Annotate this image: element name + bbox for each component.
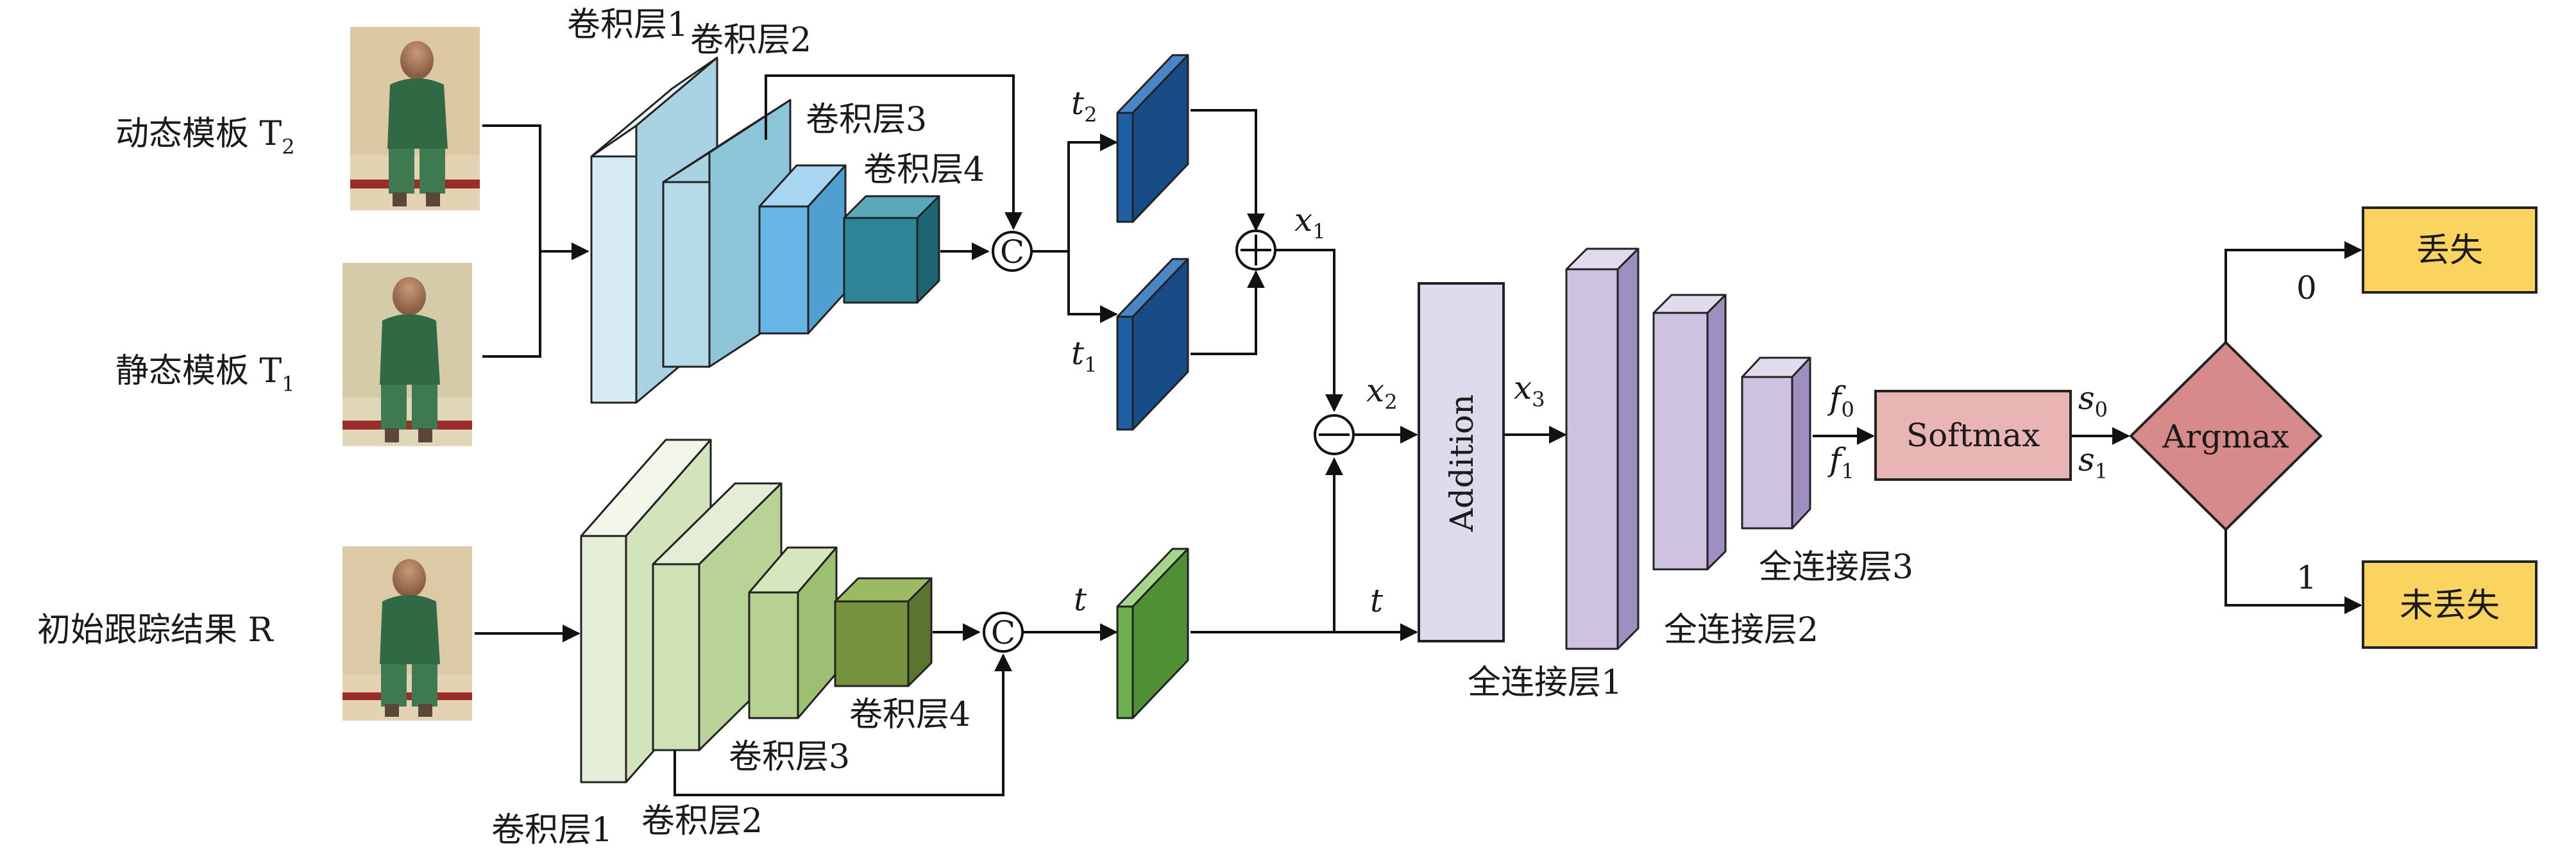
fc1-block	[1565, 247, 1640, 650]
upper-concat-op: C	[992, 231, 1033, 272]
argmax-decision: Argmax	[2129, 340, 2323, 532]
svg-text:未丢失: 未丢失	[2400, 587, 2500, 625]
t2-to-plus	[1191, 109, 1265, 231]
x1-label: x1	[1294, 201, 1326, 244]
f0-label: f0	[1827, 380, 1854, 422]
t-second-label: t	[1370, 582, 1384, 619]
s0-label: s0	[2078, 380, 2108, 422]
x2-label: x2	[1366, 372, 1398, 414]
lower-conv4-block	[834, 577, 933, 687]
svg-text:丢失: 丢失	[2416, 231, 2483, 270]
t-to-minus	[1191, 457, 1343, 633]
t1-feature-map	[1116, 258, 1189, 431]
addition-block: Addition	[1418, 282, 1505, 642]
t1-to-plus	[1191, 270, 1265, 355]
lower-conv4-label: 卷积层4	[849, 696, 970, 734]
branch-1-label: 1	[2296, 559, 2317, 596]
initial-result-label: 初始跟踪结果 R	[37, 611, 275, 649]
fc3-label: 全连接层3	[1759, 548, 1913, 587]
lower-conv3-label: 卷积层3	[729, 738, 850, 776]
s1-label: s1	[2078, 441, 2108, 483]
lower-conv-stack	[580, 439, 933, 783]
upper-conv-stack	[590, 56, 940, 404]
t-feature-map	[1116, 548, 1189, 719]
lost-output-box: 丢失	[2362, 206, 2538, 294]
t2-label: t2	[1071, 85, 1097, 127]
f1-label: f1	[1827, 441, 1854, 483]
dynamic-template-label: 动态模板 T2	[115, 115, 295, 159]
svg-text:C: C	[1000, 233, 1024, 271]
argmax-to-not-lost	[2224, 530, 2362, 614]
fc2-block	[1652, 294, 1727, 571]
lower-skip-connector	[674, 653, 1012, 796]
svg-text:Softmax: Softmax	[1906, 417, 2040, 454]
upper-conv4-label: 卷积层4	[863, 151, 985, 189]
t-label: t	[1074, 581, 1087, 618]
plus-op	[1235, 230, 1276, 271]
lower-conv2-label: 卷积层2	[641, 802, 763, 841]
svg-text:C: C	[991, 614, 1015, 651]
dynamic-template-image	[350, 27, 480, 210]
upper-skip-connector	[765, 74, 1022, 230]
fc2-label: 全连接层2	[1664, 611, 1818, 649]
lower-conv3-block	[748, 546, 838, 719]
concat-to-t2	[1031, 133, 1118, 253]
upper-conv4-block	[843, 195, 940, 304]
t2-feature-map	[1116, 54, 1189, 223]
branch-0-label: 0	[2296, 269, 2317, 306]
lower-conv1-label: 卷积层1	[491, 811, 613, 850]
t1-label: t1	[1071, 335, 1097, 377]
upper-conv2-label: 卷积层2	[690, 21, 811, 60]
static-template-label: 静态模板 T1	[115, 352, 295, 396]
argmax-to-lost	[2224, 241, 2362, 342]
static-template-image	[343, 263, 472, 446]
concat-to-t1	[1067, 251, 1118, 323]
fc1-label: 全连接层1	[1468, 664, 1622, 702]
upper-conv1-label: 卷积层1	[567, 6, 688, 44]
minus-op	[1314, 414, 1355, 455]
initial-result-image	[343, 546, 472, 721]
fc3-block	[1741, 356, 1811, 530]
upper-input-connector	[482, 124, 588, 358]
svg-text:Addition: Addition	[1443, 394, 1480, 533]
not-lost-output-box: 未丢失	[2362, 560, 2538, 649]
upper-conv3-label: 卷积层3	[806, 101, 927, 139]
upper-conv3-block	[758, 164, 847, 335]
softmax-block: Softmax	[1874, 390, 2072, 481]
x3-label: x3	[1514, 369, 1545, 412]
x1-to-minus	[1275, 249, 1343, 412]
svg-text:Argmax: Argmax	[2162, 418, 2289, 455]
lower-concat-op: C	[983, 612, 1024, 653]
